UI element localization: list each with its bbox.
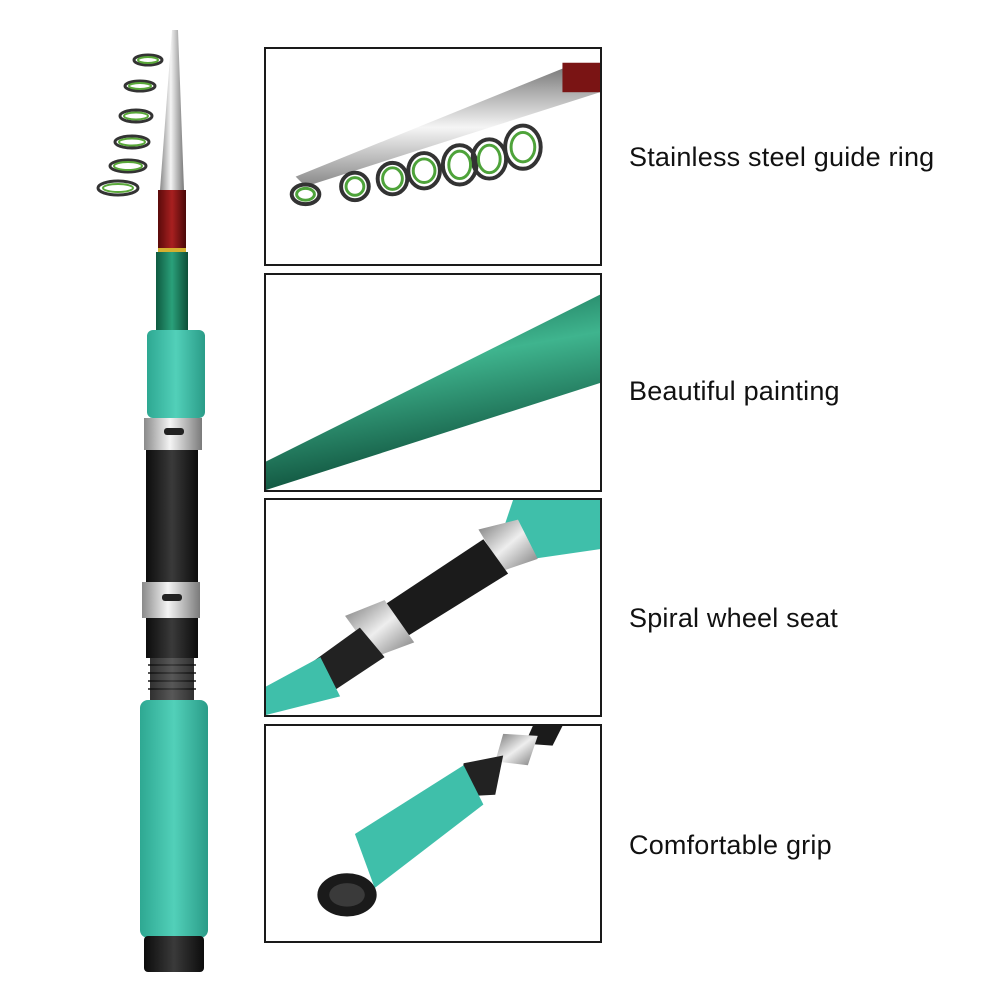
- rod-red-section: [158, 190, 186, 252]
- fishing-rod-illustration: [96, 30, 208, 972]
- rod-reel-seat: [146, 450, 198, 582]
- guide-ring-closeup-icon: [289, 62, 600, 207]
- feature-label-grip: Comfortable grip: [629, 830, 832, 860]
- guide-ring-closeup-panel: [264, 47, 602, 266]
- fishing-rod-image: [80, 20, 250, 980]
- grip-closeup-panel: [264, 724, 602, 943]
- reel-seat-closeup-icon: [266, 500, 600, 715]
- reel-seat-closeup-panel: [264, 498, 602, 717]
- painting-closeup-panel: [264, 273, 602, 492]
- feature-label-painting: Beautiful painting: [629, 376, 840, 406]
- rod-butt-cap: [144, 936, 204, 972]
- rod-rear-grip: [140, 700, 208, 938]
- rod-green-blank: [156, 252, 188, 332]
- feature-label-guide-ring: Stainless steel guide ring: [629, 142, 935, 172]
- grip-closeup-icon: [317, 726, 563, 917]
- rod-tip-sections: [160, 30, 184, 190]
- rod-fore-grip: [147, 330, 205, 418]
- feature-label-reel-seat: Spiral wheel seat: [629, 603, 839, 633]
- rod-guide-rings: [96, 53, 164, 197]
- painted-blank-closeup-icon: [266, 294, 600, 490]
